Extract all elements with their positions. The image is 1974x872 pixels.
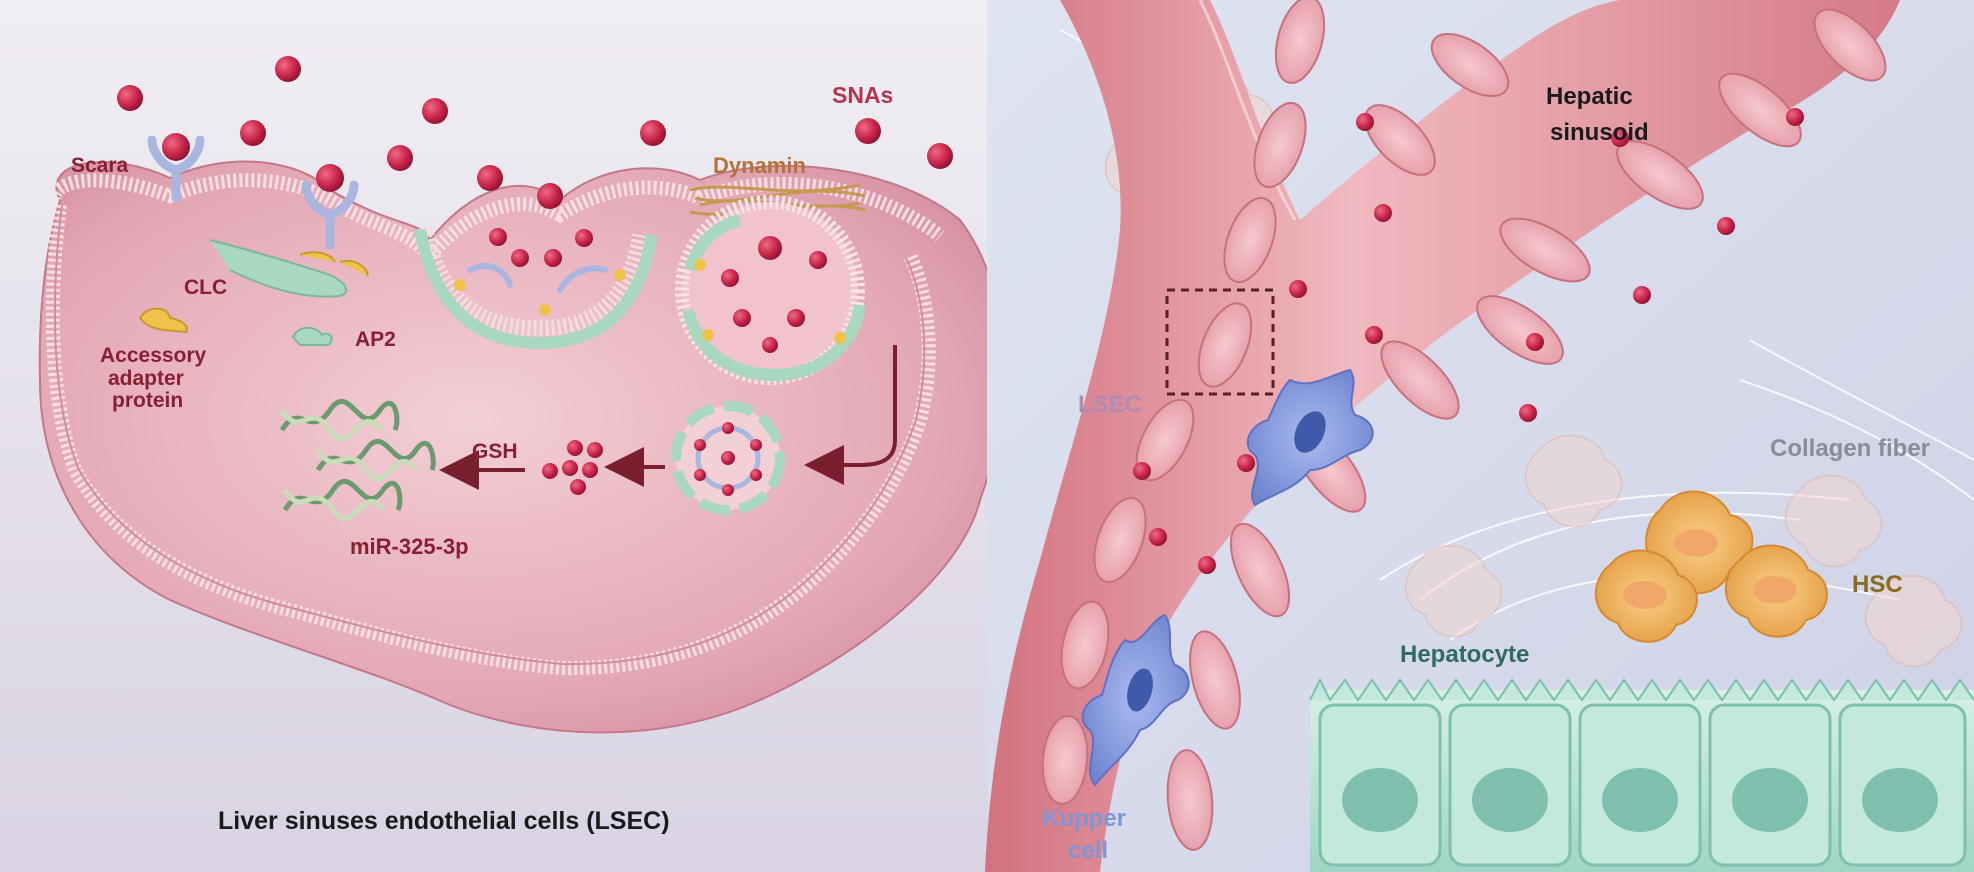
nanoparticle-icon bbox=[750, 439, 762, 451]
nanoparticle-icon bbox=[750, 469, 762, 481]
mirna-label: miR-325-3p bbox=[350, 534, 469, 559]
uptake-arrow bbox=[804, 345, 897, 485]
dynamin-label: Dynamin bbox=[713, 153, 806, 178]
snas-label: SNAs bbox=[832, 82, 893, 108]
nanoparticle-icon bbox=[855, 118, 881, 144]
accessory-protein-icon bbox=[138, 307, 188, 334]
nanoparticle-icon bbox=[511, 249, 529, 267]
nanoparticle-icon bbox=[542, 463, 558, 479]
nanoparticle-icon bbox=[722, 422, 734, 434]
scavenger-receptor-icon bbox=[301, 180, 359, 250]
hepatocyte-layer bbox=[1309, 677, 1974, 872]
nanoparticle-icon bbox=[537, 183, 563, 209]
nanoparticle-icon bbox=[316, 164, 344, 192]
nanoparticle-icon bbox=[544, 249, 562, 267]
nanoparticle-icon bbox=[575, 229, 593, 247]
clathrin-coated-pit bbox=[414, 226, 658, 350]
scavenger-receptor-icon bbox=[147, 135, 205, 203]
internalized-vesicle bbox=[671, 401, 785, 515]
kupffer-cell bbox=[1081, 368, 1374, 787]
nanoparticle-icon bbox=[1526, 333, 1544, 351]
clathrin-icon bbox=[209, 239, 369, 298]
lsec-label: LSEC bbox=[1078, 391, 1142, 418]
hsc-cells bbox=[1595, 490, 1828, 643]
nanoparticle-icon bbox=[1717, 217, 1735, 235]
nanoparticle-icon bbox=[809, 251, 827, 269]
nanoparticle-icon bbox=[477, 165, 503, 191]
nanoparticle-icon bbox=[721, 451, 735, 465]
nanoparticle-icon bbox=[1633, 286, 1651, 304]
nanoparticle-icon bbox=[162, 133, 190, 161]
sinusoid-label-line2: sinusoid bbox=[1550, 119, 1649, 146]
nanoparticle-icon bbox=[387, 145, 413, 171]
zoom-region-box bbox=[1165, 288, 1275, 396]
accessory-label-line2: adapter bbox=[108, 367, 184, 390]
released-particles bbox=[542, 440, 603, 495]
nanoparticle-icon bbox=[489, 228, 507, 246]
left-caption: Liver sinuses endothelial cells (LSEC) bbox=[218, 807, 670, 835]
nanoparticle-icon bbox=[275, 56, 301, 82]
nanoparticle-icon bbox=[117, 85, 143, 111]
nanoparticle-icon bbox=[570, 479, 586, 495]
nanoparticle-icon bbox=[722, 484, 734, 496]
accessory-label-line3: protein bbox=[112, 389, 183, 412]
nanoparticle-icon bbox=[762, 337, 778, 353]
nanoparticle-icon bbox=[1198, 556, 1216, 574]
dna-helix-icon bbox=[279, 399, 436, 521]
nanoparticle-icon bbox=[1519, 404, 1537, 422]
nanoparticle-icon bbox=[240, 120, 266, 146]
nanoparticle-icon bbox=[640, 120, 666, 146]
nanoparticle-icon bbox=[1611, 129, 1629, 147]
hepatic-sinusoid bbox=[985, 0, 1900, 872]
nanoparticle-icon bbox=[733, 309, 751, 327]
nanoparticle-icon bbox=[1149, 528, 1167, 546]
sinusoid-label-line1: Hepatic bbox=[1546, 83, 1633, 110]
nanoparticle-icon bbox=[1365, 326, 1383, 344]
hsc-label: HSC bbox=[1852, 571, 1903, 598]
hepatocyte-label: Hepatocyte bbox=[1400, 641, 1529, 668]
nanoparticle-icon bbox=[694, 439, 706, 451]
nanoparticle-icon bbox=[758, 236, 782, 260]
nanoparticle-icon bbox=[721, 269, 739, 287]
nanoparticle-icon bbox=[694, 469, 706, 481]
endothelial-lining bbox=[1041, 0, 1887, 851]
scara-label: Scara bbox=[71, 154, 129, 177]
nanoparticle-icon bbox=[787, 309, 805, 327]
nanoparticle-icon bbox=[422, 98, 448, 124]
ap2-label: AP2 bbox=[355, 328, 396, 351]
accessory-label-line1: Accessory bbox=[100, 344, 207, 367]
nanoparticle-icon bbox=[927, 143, 953, 169]
nanoparticle-icon bbox=[1133, 462, 1151, 480]
nanoparticles-outside bbox=[117, 56, 953, 209]
nanoparticle-icon bbox=[1237, 454, 1255, 472]
gsh-label: GSH bbox=[472, 440, 518, 463]
nanoparticle-icon bbox=[1356, 113, 1374, 131]
sinusoid-nanoparticles bbox=[1133, 108, 1804, 574]
nanoparticle-icon bbox=[567, 440, 583, 456]
budding-vesicle bbox=[675, 195, 866, 385]
collagen-label: Collagen fiber bbox=[1770, 435, 1930, 462]
nanoparticle-icon bbox=[587, 442, 603, 458]
nanoparticle-icon bbox=[1374, 204, 1392, 222]
nanoparticle-icon bbox=[1786, 108, 1804, 126]
nanoparticle-icon bbox=[582, 462, 598, 478]
clc-label: CLC bbox=[184, 276, 227, 299]
kupper-label-line1: Kupper bbox=[1042, 805, 1126, 832]
nanoparticle-icon bbox=[1289, 280, 1307, 298]
nanoparticle-icon bbox=[562, 460, 578, 476]
kupper-label-line2: cell bbox=[1068, 837, 1108, 864]
ap2-icon bbox=[291, 326, 333, 346]
